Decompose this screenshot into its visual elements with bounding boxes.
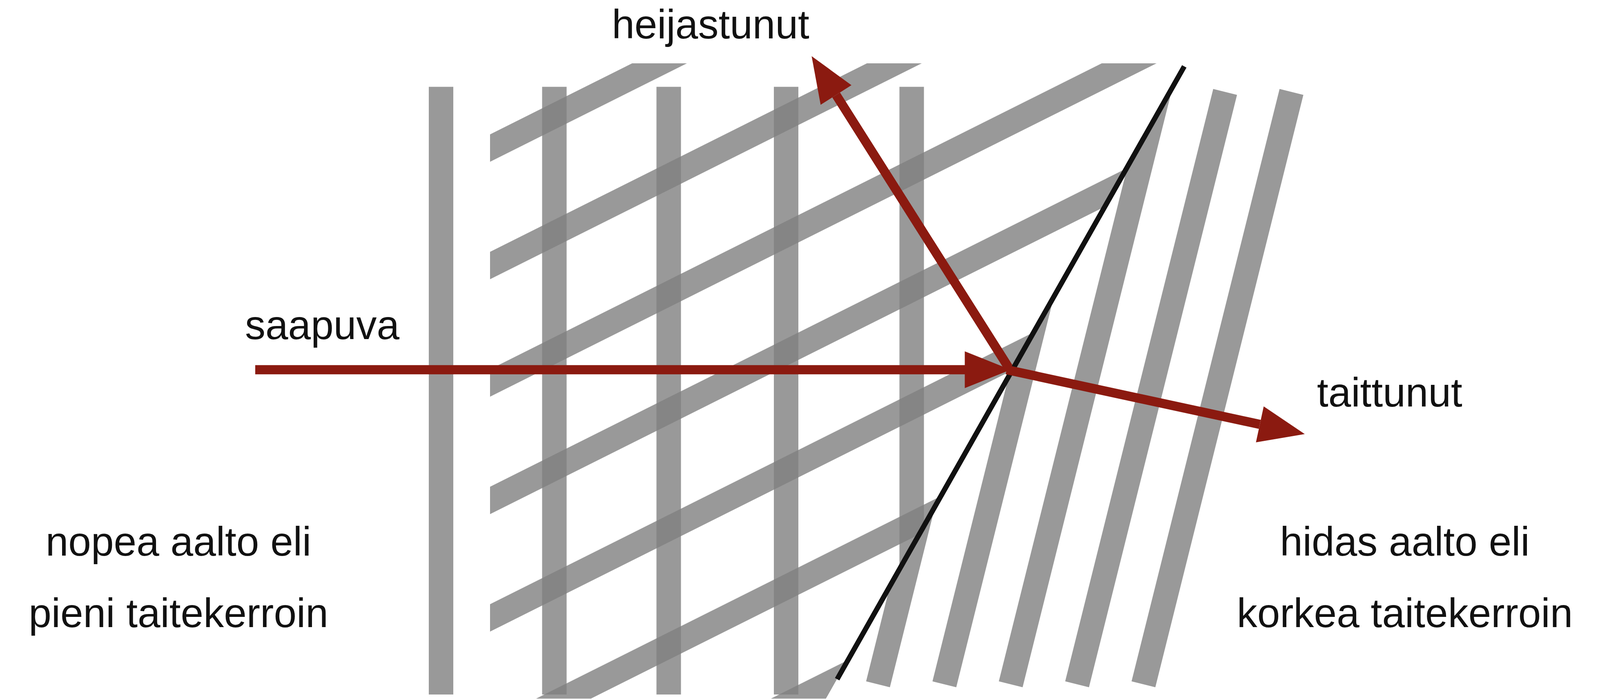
ray-arrows bbox=[255, 56, 1305, 443]
reflected-label: heijastunut bbox=[608, 1, 813, 47]
medium-label: hidas aalto eli korkea taitekerroin bbox=[1227, 505, 1583, 649]
refracted-label: taittunut bbox=[1316, 369, 1530, 415]
arrowhead bbox=[1256, 406, 1306, 443]
refracted-ray bbox=[1006, 369, 1260, 425]
reflected-ray bbox=[836, 94, 1010, 368]
arrowhead bbox=[811, 56, 852, 105]
wavefront bbox=[479, 224, 1277, 623]
incident-label: saapuva bbox=[245, 302, 417, 348]
medium-label: nopea aalto eli pieni taitekerroin bbox=[8, 505, 349, 649]
wavefront bbox=[428, 86, 454, 695]
incident-ray bbox=[255, 365, 967, 375]
